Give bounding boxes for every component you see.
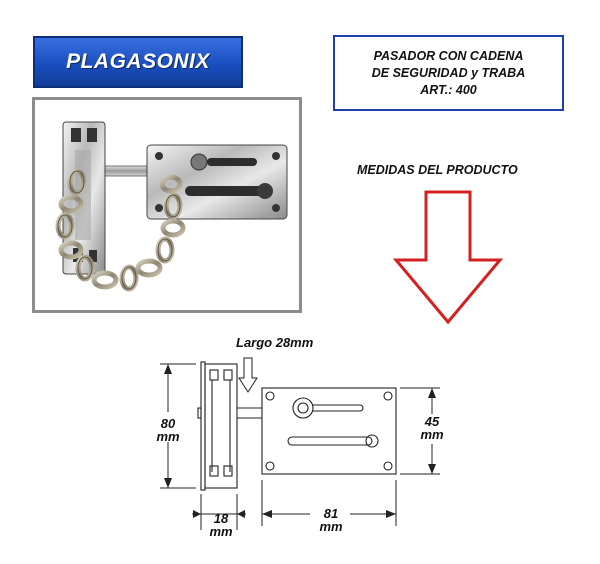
product-photo	[32, 97, 302, 313]
brand-banner: PLAGASONIX	[33, 36, 243, 88]
technical-drawing	[160, 357, 440, 530]
plate-height-dimension-label: 45 mm	[414, 415, 450, 441]
bracket-width-value: 18	[213, 511, 229, 526]
height-unit: mm	[156, 429, 180, 444]
brand-name: PLAGASONIX	[66, 50, 210, 73]
product-title-line-1: PASADOR CON CADENA	[373, 48, 524, 63]
bracket-width-dimension-label: 18 mm	[201, 512, 241, 538]
plate-width-unit: mm	[319, 519, 343, 534]
product-title-line-3: ART.: 400	[420, 82, 477, 97]
plate-width-value: 81	[323, 506, 339, 521]
product-title-line-2: DE SEGURIDAD y TRABA	[371, 65, 526, 80]
plate-width-dimension-label: 81 mm	[311, 507, 351, 533]
chain-lock-photo-illustration	[55, 121, 288, 292]
down-arrow-icon	[392, 190, 504, 325]
largo-label: Largo 28mm	[236, 335, 314, 350]
product-title-box: PASADOR CON CADENA DE SEGURIDAD y TRABA …	[333, 35, 564, 111]
bracket-width-unit: mm	[209, 524, 233, 539]
plate-height-unit: mm	[420, 427, 444, 442]
measures-heading: MEDIDAS DEL PRODUCTO	[357, 163, 518, 177]
height-dimension-label: 80 mm	[150, 417, 186, 443]
height-value: 80	[160, 416, 176, 431]
plate-height-value: 45	[424, 414, 440, 429]
